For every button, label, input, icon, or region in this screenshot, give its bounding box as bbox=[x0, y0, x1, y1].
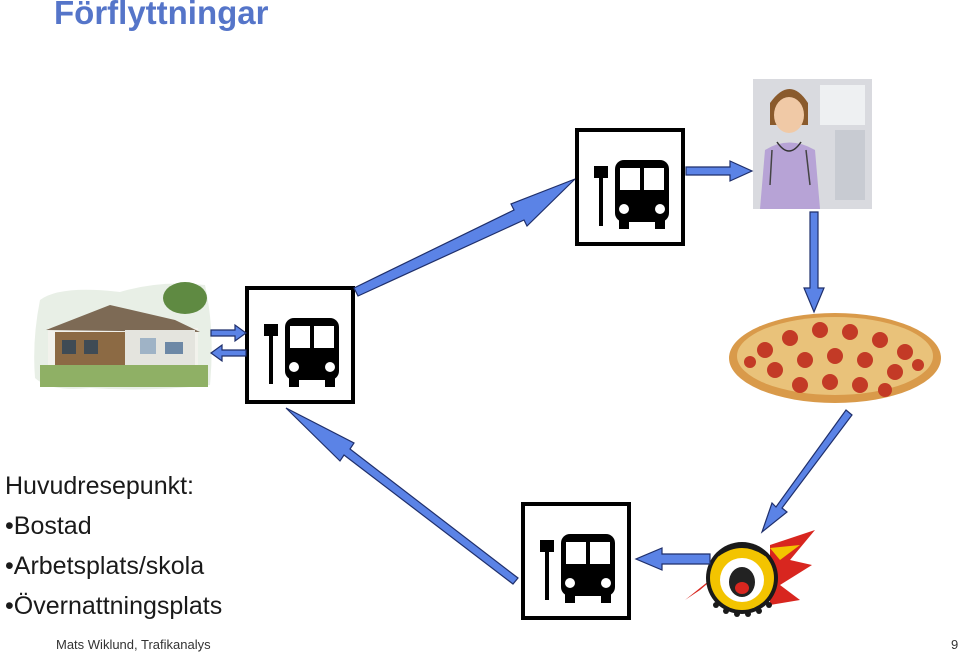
page-number: 9 bbox=[951, 637, 959, 652]
slide-title: Förflyttningar bbox=[54, 0, 269, 31]
bullet-item-overnattning: •Övernattningsplats bbox=[5, 592, 223, 620]
arrow-left-bus-to-top-bus bbox=[353, 178, 576, 297]
arrow-left-bus-to-house bbox=[209, 343, 247, 363]
arrow-pizza-to-hockey bbox=[760, 409, 853, 534]
footer-author: Mats Wiklund, Trafikanalys bbox=[56, 637, 211, 652]
arrow-bottom-bus-to-left-bus bbox=[285, 407, 519, 585]
arrow-hockey-to-bottom-bus bbox=[634, 547, 711, 571]
house-image bbox=[34, 282, 212, 390]
bus-stop-icon-left bbox=[245, 286, 355, 404]
arrow-house-to-left-bus bbox=[210, 323, 248, 343]
arrow-nurse-to-pizza bbox=[803, 211, 825, 314]
bullet-item-bostad: •Bostad bbox=[5, 512, 92, 540]
body-text: Huvudresepunkt: •Bostad •Arbetsplats/sko… bbox=[5, 466, 222, 626]
bus-stop-icon-bottom bbox=[521, 502, 631, 620]
arrow-top-bus-to-nurse bbox=[685, 160, 754, 182]
hockey-logo bbox=[685, 530, 815, 617]
bus-stop-icon-top bbox=[575, 128, 685, 246]
nurse-photo bbox=[753, 79, 872, 209]
body-heading: Huvudresepunkt: bbox=[5, 472, 195, 500]
pizza-image bbox=[729, 313, 941, 403]
bullet-item-arbetsplats: •Arbetsplats/skola bbox=[5, 552, 205, 580]
